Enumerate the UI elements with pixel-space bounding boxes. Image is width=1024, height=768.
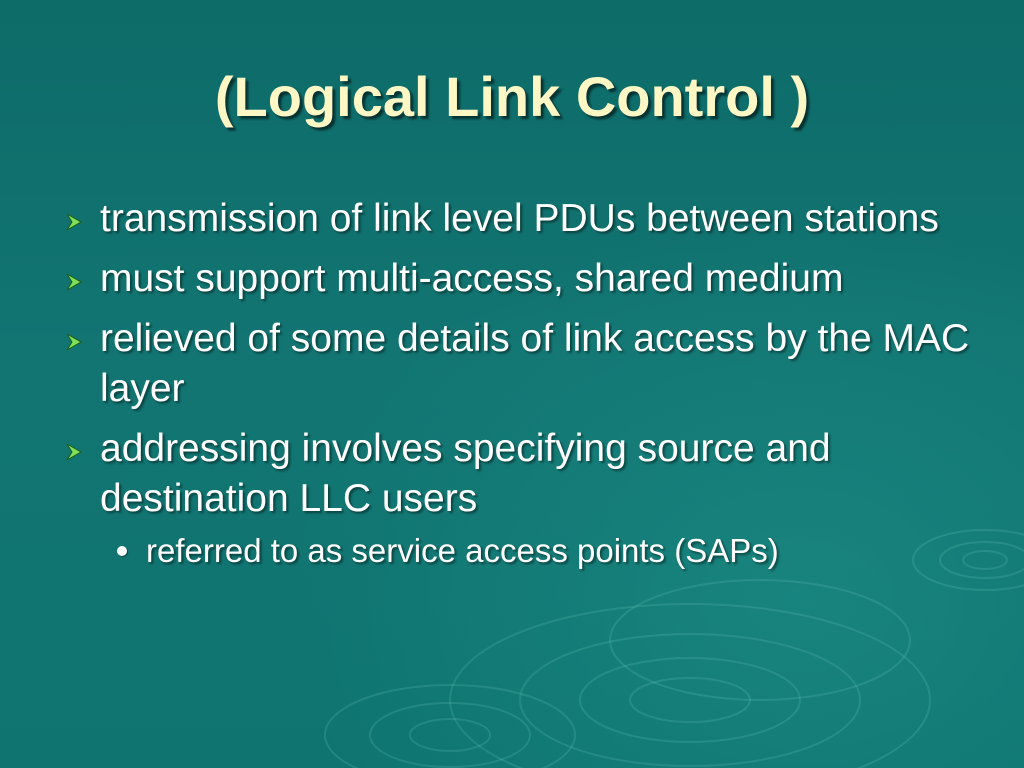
sub-bullet-item: referred to as service access points (SA… (100, 530, 982, 572)
slide-title: (Logical Link Control ) (214, 65, 810, 128)
bullet-text: must support multi-access, shared medium (100, 257, 844, 300)
bullet-list: transmission of link level PDUs between … (62, 194, 982, 582)
bullet-item: addressing involves specifying source an… (62, 424, 982, 572)
bullet-text: transmission of link level PDUs between … (100, 197, 939, 240)
arrow-chevron-icon (66, 213, 83, 231)
arrow-chevron-icon (66, 273, 83, 291)
bullet-item: transmission of link level PDUs between … (62, 194, 982, 244)
dot-icon (117, 546, 127, 556)
bullet-item: relieved of some details of link access … (62, 314, 982, 414)
arrow-chevron-icon (66, 333, 83, 351)
arrow-chevron-icon (66, 443, 83, 461)
sub-bullet-list: referred to as service access points (SA… (100, 530, 982, 572)
bullet-text: addressing involves specifying source an… (100, 427, 831, 520)
bullet-text: relieved of some details of link access … (100, 317, 970, 410)
bullet-item: must support multi-access, shared medium (62, 254, 982, 304)
sub-bullet-text: referred to as service access points (SA… (146, 532, 779, 569)
